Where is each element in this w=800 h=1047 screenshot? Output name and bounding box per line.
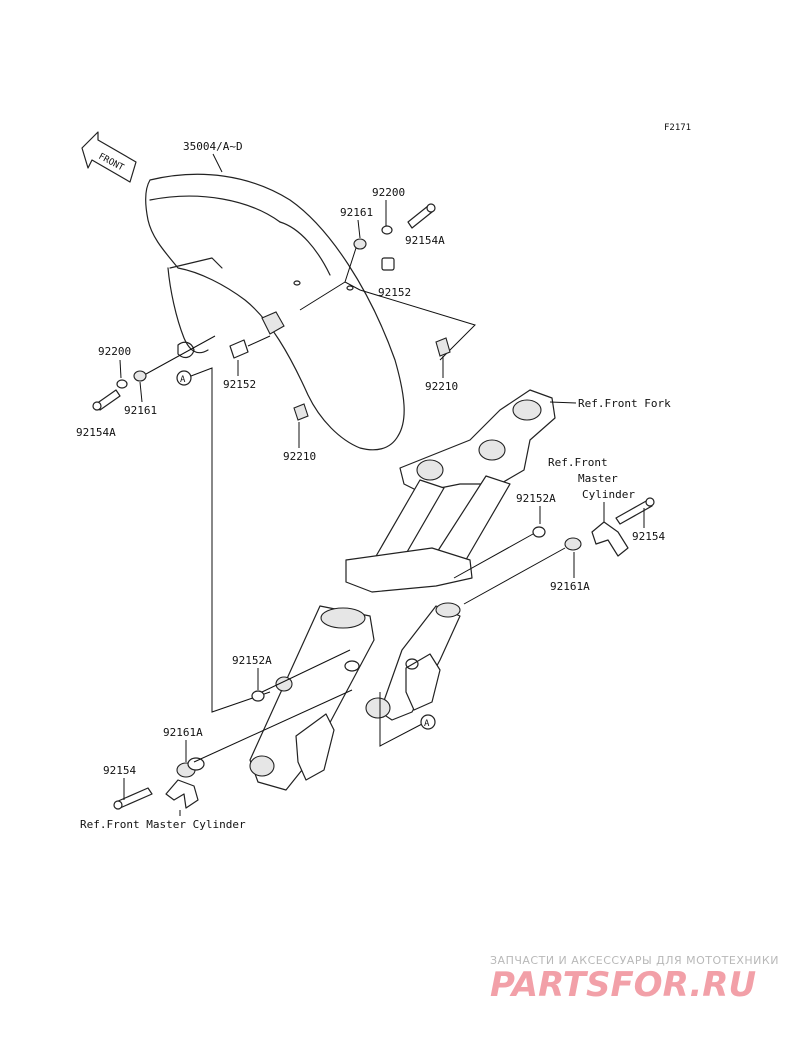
front-arrow-icon: FRONT bbox=[81, 131, 137, 183]
label-collar-l2: 92152A bbox=[232, 654, 272, 667]
left-washer-icon bbox=[116, 379, 128, 389]
left-nut-icon bbox=[133, 370, 147, 382]
front-fork bbox=[249, 389, 556, 791]
right-nut-icon bbox=[564, 537, 582, 551]
label-nut-left: 92161 bbox=[124, 404, 157, 417]
label-collar-r: 92152A bbox=[516, 492, 556, 505]
label-washer-top: 92200 bbox=[372, 186, 405, 199]
clip-right-icon bbox=[435, 337, 451, 357]
top-washer-icon bbox=[381, 225, 393, 235]
label-bolt-l2: 92154 bbox=[103, 764, 136, 777]
label-bolt-top: 92154A bbox=[405, 234, 445, 247]
left-collar-icon bbox=[229, 339, 249, 359]
right-collar-icon bbox=[532, 526, 546, 538]
watermark-tagline: ЗАПЧАСТИ И АКСЕССУАРЫ ДЛЯ МОТОТЕХНИКИ bbox=[490, 954, 779, 967]
right-bolt-icon bbox=[615, 497, 655, 525]
label-ref-mc-bottom: Ref.Front Master Cylinder bbox=[80, 818, 246, 831]
label-washer-left: 92200 bbox=[98, 345, 131, 358]
mark-a-1: A bbox=[180, 375, 186, 385]
label-fender: 35004/A~D bbox=[183, 140, 243, 153]
label-nut-r: 92161A bbox=[550, 580, 590, 593]
watermark-logo: PARTSFOR.RU bbox=[490, 965, 756, 1005]
diagram-code: F2171 bbox=[664, 123, 691, 133]
label-nut-l2: 92161A bbox=[163, 726, 203, 739]
label-bolt-left: 92154A bbox=[76, 426, 116, 439]
mark-a-2: A bbox=[424, 719, 430, 729]
lower-clamp-icon bbox=[165, 779, 199, 809]
label-ref-fork: Ref.Front Fork bbox=[578, 397, 671, 410]
label-bolt-r: 92154 bbox=[632, 530, 665, 543]
top-collar-icon bbox=[381, 257, 395, 271]
label-collar-left: 92152 bbox=[223, 378, 256, 391]
label-ref-mc-r3: Cylinder bbox=[582, 488, 635, 501]
top-bolt-icon bbox=[407, 203, 436, 229]
label-collar-top: 92152 bbox=[378, 286, 411, 299]
label-clip-right: 92210 bbox=[425, 380, 458, 393]
label-clip-lower: 92210 bbox=[283, 450, 316, 463]
label-ref-mc-r1: Ref.Front bbox=[548, 456, 608, 469]
lower-nut-icon bbox=[176, 757, 205, 778]
lower-bolt-icon bbox=[113, 787, 153, 810]
top-nut-icon bbox=[353, 238, 367, 250]
label-nut-top: 92161 bbox=[340, 206, 373, 219]
lower-collar-icon bbox=[251, 676, 293, 702]
label-ref-mc-r2: Master bbox=[578, 472, 618, 485]
right-clamp-icon bbox=[591, 521, 629, 557]
front-fender bbox=[145, 173, 405, 451]
left-bolt-icon bbox=[92, 389, 121, 411]
